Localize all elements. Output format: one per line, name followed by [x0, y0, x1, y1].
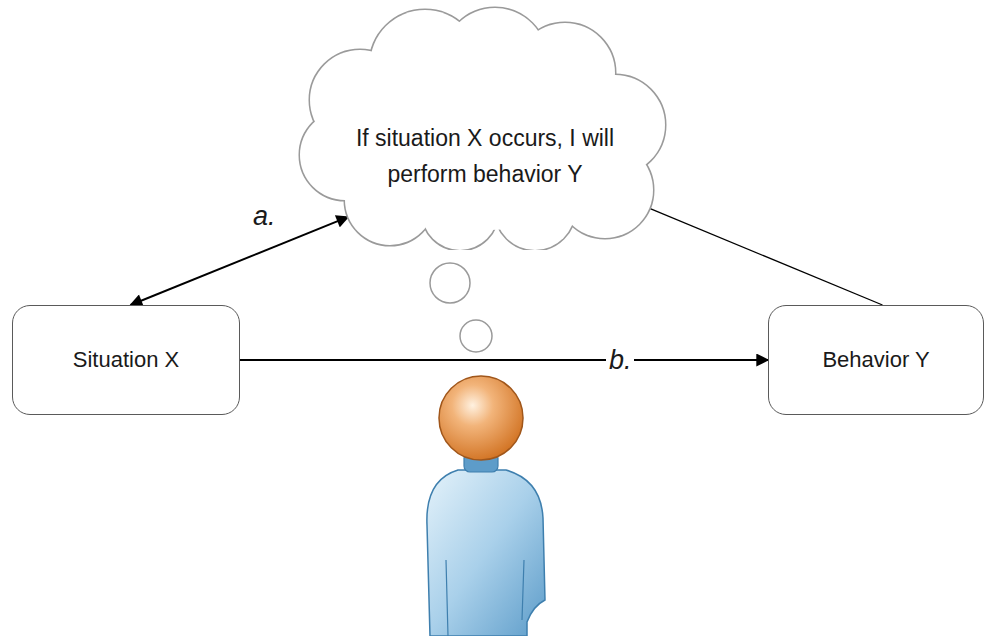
- connector-arrow: [240, 359, 768, 361]
- person-icon: [427, 376, 545, 636]
- connector-arrow: [131, 217, 349, 305]
- node-text: If situation X occurs, I will perform be…: [335, 121, 635, 192]
- connector-arrow: [649, 208, 882, 305]
- edge-label: a.: [250, 201, 279, 232]
- process-box: Situation X: [12, 305, 240, 415]
- thought-bubble: [460, 320, 492, 352]
- process-box: Behavior Y: [768, 305, 984, 415]
- thought-cloud: If situation X occurs, I will perform be…: [285, 5, 685, 250]
- node-text: Situation X: [73, 347, 179, 373]
- edge-label: b.: [606, 345, 635, 376]
- node-text: Behavior Y: [822, 347, 929, 373]
- thought-bubble: [430, 263, 470, 303]
